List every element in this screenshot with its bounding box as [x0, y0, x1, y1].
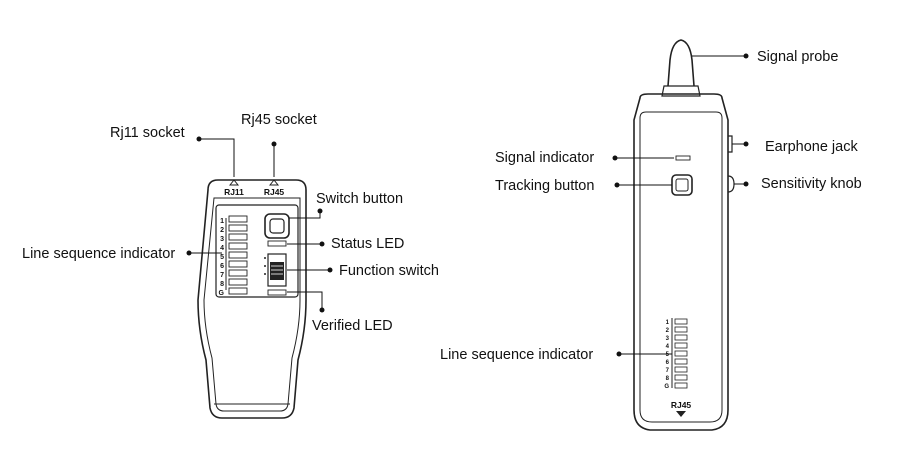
led-row-8: 8 — [220, 278, 248, 288]
remote-callouts — [189, 138, 330, 310]
led-5 — [228, 251, 248, 259]
switch-position-dot — [264, 257, 266, 259]
remote-line-sequence-label: Line sequence indicator — [22, 246, 175, 262]
rj11-port-mark: RJ11 — [224, 187, 244, 197]
tracking-button-inner[interactable] — [675, 178, 689, 192]
tracker-led-1 — [674, 318, 688, 325]
led-row-7: 7 — [220, 269, 248, 279]
signal-indicator-label: Signal indicator — [495, 150, 594, 166]
rj45-socket-label: Rj45 socket — [241, 112, 317, 128]
remote-unit-outer-body — [197, 179, 307, 419]
svg-text:4: 4 — [666, 344, 670, 350]
svg-text:5: 5 — [220, 254, 224, 261]
switch-button-inner[interactable] — [269, 218, 285, 234]
status-led — [267, 240, 287, 247]
led-8 — [228, 278, 248, 286]
tracking-button-outer[interactable] — [671, 174, 693, 196]
remote-line-sequence-leds: 1 2 3 4 5 6 7 8 G — [219, 215, 248, 297]
rj45-port-mark: RJ45 — [264, 187, 285, 197]
led-3 — [228, 233, 248, 241]
remote-function-switch[interactable] — [264, 253, 287, 287]
rj11-socket-label: Rj11 socket — [110, 125, 185, 141]
svg-text:8: 8 — [666, 376, 670, 382]
signal-probe-label: Signal probe — [757, 49, 838, 65]
tracker-rj45-port-mark: RJ45 — [671, 400, 692, 410]
led-row-3: 3 — [220, 233, 248, 243]
probe-collar — [661, 85, 701, 97]
remote-unit — [197, 179, 307, 419]
tracker-led-3 — [674, 334, 688, 341]
remote-callout-dots — [186, 136, 333, 313]
tracker-rj45-arrow-icon — [676, 411, 686, 417]
tracker-led-2 — [674, 326, 688, 333]
tracker-line-sequence-label: Line sequence indicator — [440, 347, 593, 363]
verified-led-label: Verified LED — [312, 318, 393, 334]
led-4 — [228, 242, 248, 250]
svg-text:1: 1 — [220, 218, 224, 225]
led-g — [228, 287, 248, 295]
tracker-led-8 — [674, 374, 688, 381]
svg-text:2: 2 — [220, 227, 224, 234]
remote-unit-face-panel — [215, 204, 299, 298]
switch-position-dot — [264, 265, 266, 267]
led-row-6: 6 — [220, 260, 248, 270]
svg-text:3: 3 — [220, 236, 224, 243]
rj11-leader-line — [199, 138, 235, 177]
switch-position-dot — [264, 273, 266, 275]
switch-button-leader-line — [289, 211, 321, 219]
function-switch-frame[interactable] — [267, 253, 287, 287]
svg-text:8: 8 — [220, 281, 224, 288]
status-led-label: Status LED — [331, 236, 404, 252]
tracker-unit-outer-body — [633, 93, 729, 431]
signal-indicator-led — [675, 155, 691, 161]
svg-text:6: 6 — [220, 263, 224, 270]
sensitivity-knob[interactable] — [727, 175, 735, 193]
remote-unit-inner-body — [203, 197, 301, 412]
led-row-1: 1 — [220, 215, 248, 225]
svg-text:3: 3 — [666, 336, 670, 342]
remote-port-marks: RJ11 RJ45 — [224, 179, 285, 197]
tracker-led-g — [674, 382, 688, 389]
svg-text:7: 7 — [220, 272, 224, 279]
signal-probe-tip — [667, 39, 695, 87]
tracker-led-4 — [674, 342, 688, 349]
svg-text:G: G — [219, 290, 225, 297]
rj11-arrow-icon — [228, 179, 240, 186]
sensitivity-knob-label: Sensitivity knob — [761, 176, 862, 192]
switch-button-label: Switch button — [316, 191, 403, 207]
tracker-led-5 — [674, 350, 688, 357]
svg-text:G: G — [664, 384, 669, 390]
function-switch-label: Function switch — [339, 263, 439, 279]
tracking-button-label: Tracking button — [495, 178, 594, 194]
tracker-unit-inner-body — [639, 111, 723, 423]
svg-text:5: 5 — [666, 352, 670, 358]
led-2 — [228, 224, 248, 232]
led-row-2: 2 — [220, 224, 248, 234]
verified-led-leader-line — [287, 291, 323, 310]
tracker-callout-dots — [612, 53, 749, 357]
switch-button-outer[interactable] — [264, 213, 290, 239]
remote-switch-button[interactable] — [264, 213, 290, 239]
tracker-led-7 — [674, 366, 688, 373]
led-row-g: G — [219, 287, 248, 297]
led-7 — [228, 269, 248, 277]
rj45-arrow-icon — [268, 179, 280, 186]
led-6 — [228, 260, 248, 268]
svg-text:4: 4 — [220, 245, 224, 252]
led-1 — [228, 215, 248, 223]
verified-led — [267, 289, 287, 296]
svg-text:6: 6 — [666, 360, 670, 366]
function-switch-slider[interactable] — [270, 262, 284, 280]
tracker-led-6 — [674, 358, 688, 365]
svg-text:7: 7 — [666, 368, 670, 374]
tracking-button[interactable] — [671, 174, 693, 196]
tracker-line-sequence-leds: 1 2 3 4 5 6 7 8 G — [664, 318, 688, 390]
tracker-unit — [633, 39, 735, 431]
earphone-jack-label: Earphone jack — [765, 139, 858, 155]
svg-text:1: 1 — [666, 320, 670, 326]
svg-text:2: 2 — [666, 328, 670, 334]
led-row-4: 4 — [220, 242, 248, 252]
led-row-5: 5 — [220, 251, 248, 261]
